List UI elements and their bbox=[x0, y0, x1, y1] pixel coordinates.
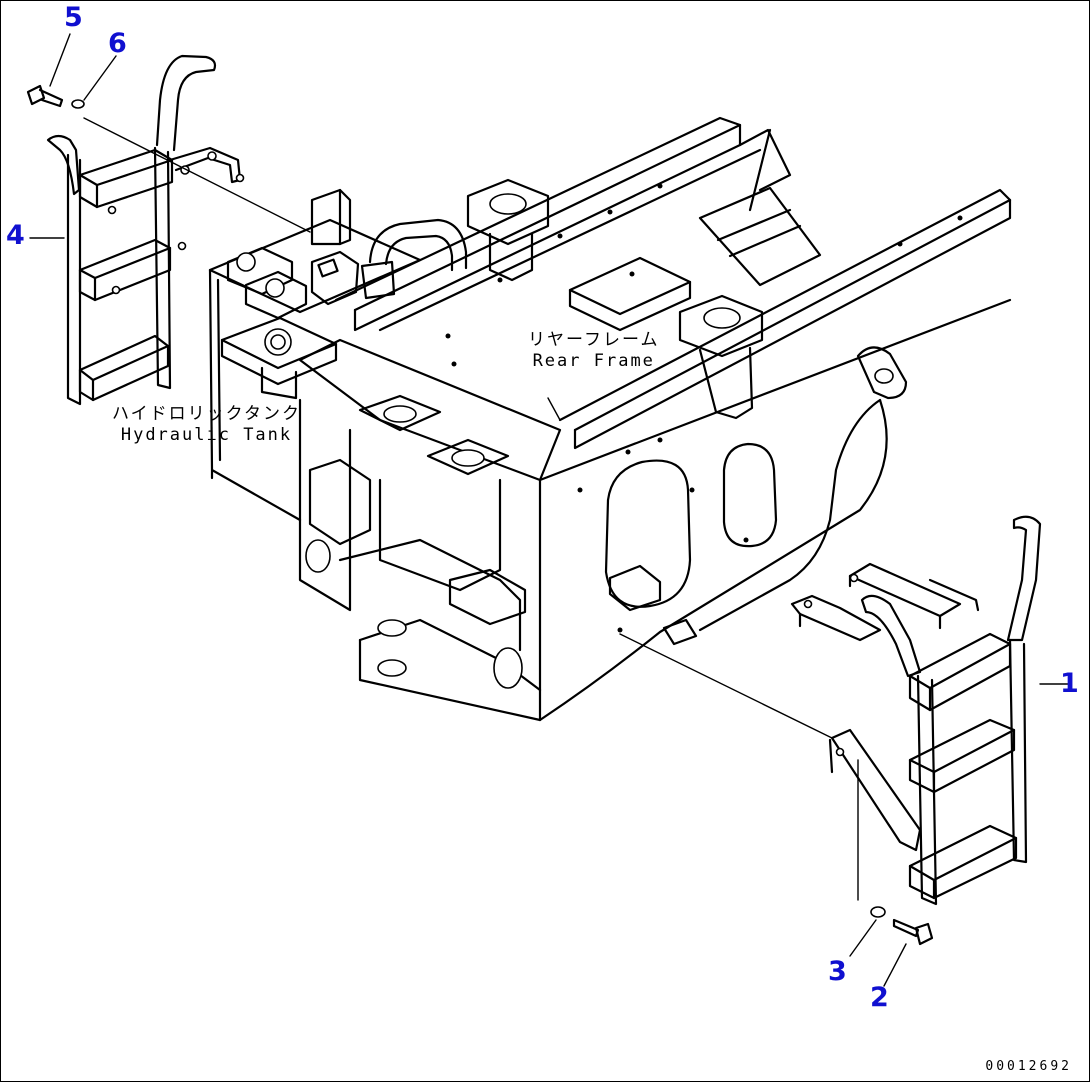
callout-2: 2 bbox=[870, 982, 889, 1013]
rear-frame-label: リヤーフレーム Rear Frame bbox=[528, 330, 659, 372]
right-ladder bbox=[619, 515, 1042, 906]
callout-5: 5 bbox=[64, 2, 83, 33]
rear-frame bbox=[298, 116, 1012, 722]
hydraulic-tank-label-jp: ハイドロリックタンク bbox=[112, 404, 301, 424]
left-ladder bbox=[46, 54, 245, 406]
bolt-and-washer-left bbox=[26, 84, 311, 233]
bolt-and-washer-right bbox=[870, 906, 934, 946]
hydraulic-tank-label: ハイドロリックタンク Hydraulic Tank bbox=[112, 404, 301, 446]
rear-frame-label-en: Rear Frame bbox=[532, 351, 655, 371]
callout-6: 6 bbox=[108, 28, 127, 59]
callout-1: 1 bbox=[1060, 668, 1079, 699]
rear-frame-label-jp: リヤーフレーム bbox=[528, 330, 660, 350]
callout-leaders bbox=[29, 33, 1071, 987]
callout-4: 4 bbox=[6, 220, 25, 251]
hydraulic-tank-label-en: Hydraulic Tank bbox=[120, 425, 293, 445]
callout-3: 3 bbox=[828, 956, 847, 987]
drawing-number: 00012692 bbox=[985, 1059, 1072, 1074]
hydraulic-tank bbox=[208, 188, 468, 522]
